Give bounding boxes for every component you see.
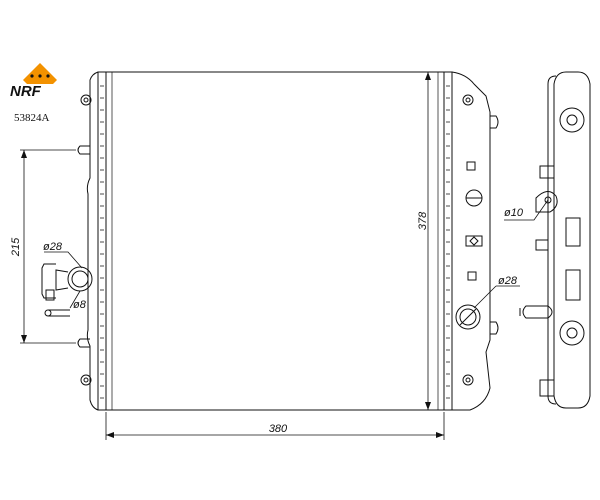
side-bottom-boss: [559, 320, 585, 346]
dimension-arrows: [21, 72, 444, 438]
logo-text: NRF: [10, 83, 42, 100]
inlet-leader: [44, 251, 83, 269]
side-mount-bracket: [535, 191, 558, 213]
mount-diameter-label: ø10: [504, 207, 524, 219]
sensor-diameter-label: ø8: [73, 299, 87, 311]
radiator-core: [105, 71, 445, 411]
mount-leader: [504, 199, 549, 221]
left-pins: [77, 145, 90, 348]
nrf-logo: NRF: [6, 63, 66, 100]
inlet-diameter-label: ø28: [43, 241, 63, 253]
radiator-side-view: [519, 71, 591, 409]
side-height-label: 215: [10, 237, 22, 257]
outlet-pipe: [455, 304, 481, 330]
width-label: 380: [269, 423, 288, 435]
radiator-front-view: [86, 71, 491, 411]
side-top-boss: [559, 107, 585, 133]
height-label: 378: [417, 211, 429, 230]
part-number: 53824A: [14, 112, 50, 124]
right-tank-outline: [444, 71, 491, 411]
side-body: [553, 71, 591, 409]
dimension-lines: [20, 72, 549, 440]
outlet-leader: [473, 285, 520, 309]
mounting-bolts: [80, 94, 474, 386]
right-tank-features: [465, 115, 499, 335]
tank-serrations: [100, 85, 450, 399]
side-outlet-pipe: [522, 305, 553, 319]
outlet-diameter-label: ø28: [498, 275, 518, 287]
left-tank-outline: [86, 71, 104, 411]
